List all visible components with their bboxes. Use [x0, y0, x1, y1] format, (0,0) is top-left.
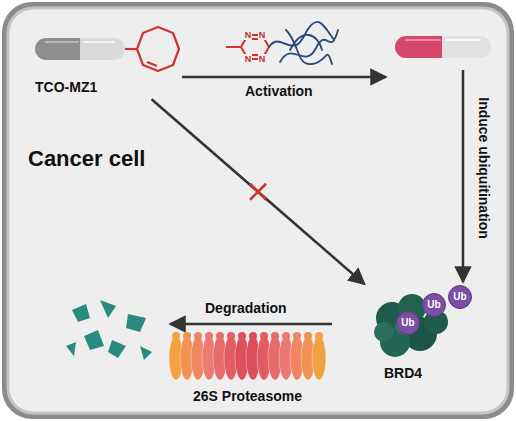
tco-ring: [125, 27, 179, 71]
active-capsule: [395, 36, 491, 58]
component-label: 26S Proteasome: [153, 388, 342, 404]
step-label: Activation: [245, 83, 313, 99]
step-label: Induce ubiquitination: [476, 97, 492, 239]
atom-symbol: N: [258, 54, 267, 64]
brd4-protein: [374, 294, 448, 357]
peptide-fragments: [66, 300, 152, 360]
component-label: BRD4: [384, 365, 422, 381]
component-box: BRD4UbUbUb: [366, 285, 480, 385]
prodrug-capsule: [35, 38, 125, 60]
region-label: Cancer cell: [28, 146, 145, 171]
atom-symbol: N: [244, 54, 253, 64]
degradation-arrow: [170, 323, 332, 326]
proteasome-illustration: [169, 332, 326, 380]
blocked-arrow: [152, 99, 365, 284]
cell-cytoplasm: [8, 8, 508, 413]
activation-arrow: [182, 76, 386, 79]
ubiquitination-arrow: [462, 70, 465, 282]
component-box: TCO-MZ1: [28, 18, 180, 98]
component-label: TCO-MZ1: [35, 79, 97, 95]
ubiquitin-label: Ub: [401, 317, 414, 329]
ubiquitin-label: Ub: [427, 299, 440, 311]
ubiquitin-label: Ub: [453, 291, 466, 303]
step-label: Degradation: [205, 300, 287, 316]
ubiquitin-circle: Ub: [422, 293, 446, 317]
ubiquitin-circle: Ub: [396, 311, 420, 335]
ubiquitin-circle: Ub: [448, 285, 472, 309]
atom-symbol: N: [258, 30, 267, 40]
atom-symbol: N: [244, 30, 253, 40]
block-cross: [250, 184, 266, 200]
component-box: 26S Proteasome: [153, 330, 342, 408]
polymer-strands: [269, 22, 338, 64]
